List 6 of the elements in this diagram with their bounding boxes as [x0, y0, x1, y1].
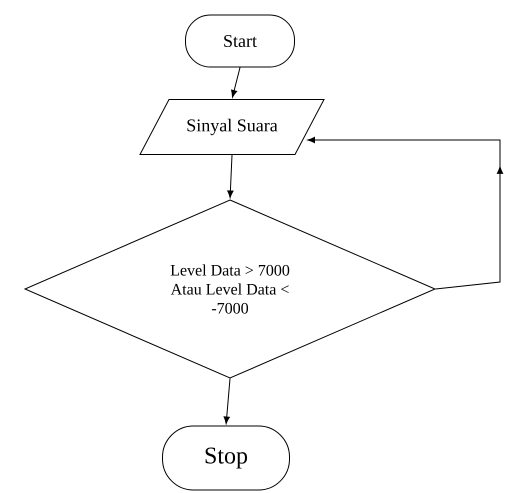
- terminal-box: Start: [185, 14, 295, 68]
- arrow: [227, 154, 234, 198]
- arrow: [224, 378, 230, 424]
- arrow: [231, 67, 240, 98]
- arrow: [308, 136, 504, 290]
- terminal-box: Stop: [162, 426, 290, 490]
